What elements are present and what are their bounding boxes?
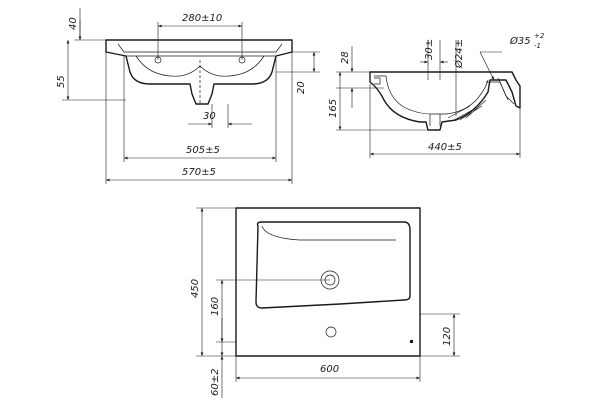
front-view-basin-outline (105, 39, 293, 105)
front-dim-505-label: 505±5 (186, 145, 220, 156)
side-dim-35-label: Ø35 (509, 35, 531, 47)
front-dim-20-label: 20 (296, 81, 307, 94)
top-view-tap-hole (325, 326, 337, 338)
front-view-rim-line (117, 43, 283, 53)
top-dim-600-label: 600 (320, 364, 339, 375)
side-view-outline (369, 71, 521, 131)
top-dim-120-label: 120 (442, 327, 453, 346)
front-dim-55-label: 55 (56, 75, 67, 88)
top-dim-160-label: 160 (210, 297, 221, 316)
front-dim-570-label: 570±5 (182, 167, 216, 178)
side-dim-35-tol-plus: +2 (534, 32, 545, 40)
side-dim-440-label: 440±5 (428, 142, 462, 153)
front-view: 40 55 280±10 20 30 505±5 570±5 (56, 8, 320, 184)
side-view-bowl-contour (374, 75, 489, 115)
top-view-overflow-mark (410, 340, 413, 343)
side-dim-24-label: Ø24± (453, 39, 465, 69)
front-dim-280-label: 280±10 (182, 13, 222, 24)
side-dim-165-label: 165 (328, 99, 339, 118)
top-view-outline (235, 207, 421, 357)
side-dim-30-label: 30± (424, 39, 435, 60)
top-dim-450-label: 450 (190, 279, 201, 298)
top-view-bowl (255, 221, 411, 309)
top-view: 450 160 120 600 60±2 (190, 207, 460, 398)
front-dim-40-label: 40 (68, 17, 79, 30)
top-dim-60-label: 60±2 (210, 369, 221, 396)
side-dim-28-label: 28 (340, 51, 351, 64)
side-view: 28 165 30± Ø24± Ø35 +2 -1 440±5 (328, 32, 545, 158)
front-dim-30-label: 30 (203, 111, 216, 122)
side-dim-35-tol-minus: -1 (534, 42, 541, 50)
